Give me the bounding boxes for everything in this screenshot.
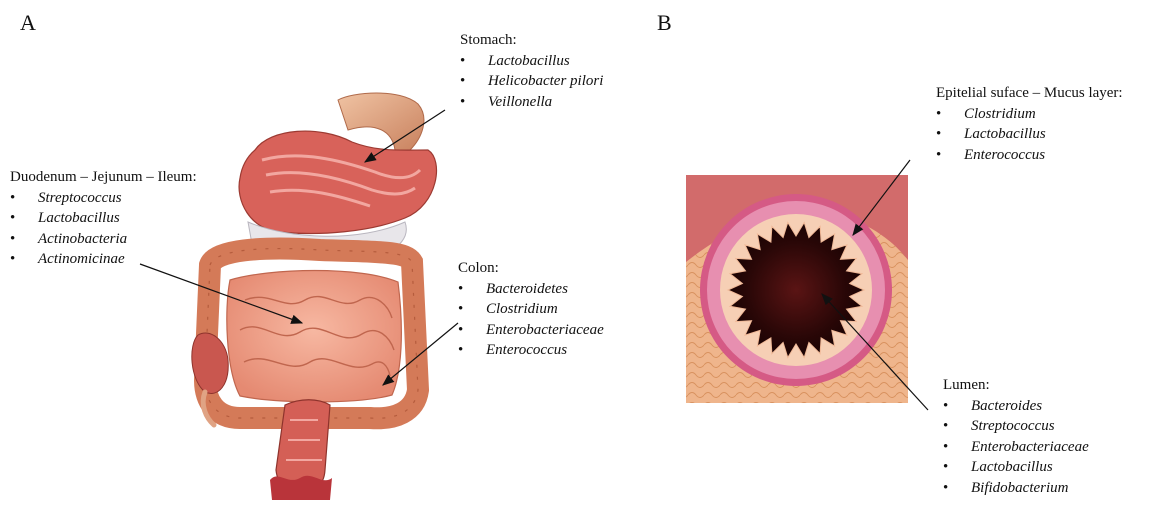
duodenum-bacteria-list: Streptococcus Lactobacillus Actinobacter… xyxy=(10,188,197,270)
list-item: Actinomicinae xyxy=(10,249,197,270)
list-item: Streptococcus xyxy=(943,416,1089,437)
colon-bacteria-list: Bacteroidetes Clostridium Enterobacteria… xyxy=(458,279,604,361)
intestine-cross-section-illustration xyxy=(686,175,908,403)
panel-b-letter: B xyxy=(657,10,672,36)
colon-label-block: Colon: Bacteroidetes Clostridium Enterob… xyxy=(458,258,604,361)
list-item: Enterococcus xyxy=(936,145,1123,166)
list-item: Actinobacteria xyxy=(10,229,197,250)
list-item: Clostridium xyxy=(458,299,604,320)
list-item: Lactobacillus xyxy=(936,124,1123,145)
list-item: Veillonella xyxy=(460,92,603,113)
panel-a-letter: A xyxy=(20,10,36,36)
epithelial-heading: Epitelial suface – Mucus layer: xyxy=(936,83,1123,104)
lumen-heading: Lumen: xyxy=(943,375,1089,396)
small-intestine-shape xyxy=(227,271,402,402)
list-item: Bacteroidetes xyxy=(458,279,604,300)
list-item: Bifidobacterium xyxy=(943,478,1089,499)
lumen-bacteria-list: Bacteroides Streptococcus Enterobacteria… xyxy=(943,396,1089,499)
list-item: Enterobacteriaceae xyxy=(943,437,1089,458)
list-item: Enterobacteriaceae xyxy=(458,320,604,341)
list-item: Lactobacillus xyxy=(10,208,197,229)
lumen-label-block: Lumen: Bacteroides Streptococcus Enterob… xyxy=(943,375,1089,498)
epithelial-bacteria-list: Clostridium Lactobacillus Enterococcus xyxy=(936,104,1123,166)
duodenum-label-block: Duodenum – Jejunum – Ileum: Streptococcu… xyxy=(10,167,197,270)
colon-heading: Colon: xyxy=(458,258,604,279)
list-item: Helicobacter pilori xyxy=(460,71,603,92)
stomach-heading: Stomach: xyxy=(460,30,603,51)
stomach-label-block: Stomach: Lactobacillus Helicobacter pilo… xyxy=(460,30,603,112)
list-item: Enterococcus xyxy=(458,340,604,361)
duodenum-heading: Duodenum – Jejunum – Ileum: xyxy=(10,167,197,188)
list-item: Streptococcus xyxy=(10,188,197,209)
list-item: Lactobacillus xyxy=(943,457,1089,478)
epithelial-label-block: Epitelial suface – Mucus layer: Clostrid… xyxy=(936,83,1123,165)
list-item: Clostridium xyxy=(936,104,1123,125)
list-item: Bacteroides xyxy=(943,396,1089,417)
stomach-bacteria-list: Lactobacillus Helicobacter pilori Veillo… xyxy=(460,51,603,113)
list-item: Lactobacillus xyxy=(460,51,603,72)
